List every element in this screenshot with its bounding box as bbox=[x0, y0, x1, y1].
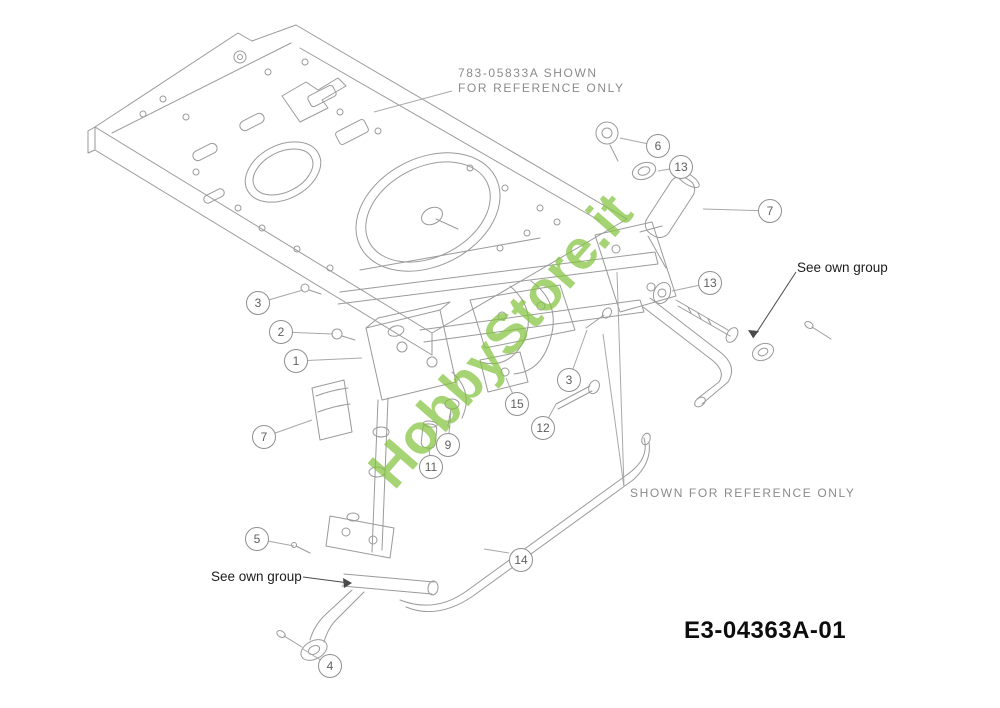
callout-part-14: 14 bbox=[509, 548, 533, 572]
callout-part-7-left: 7 bbox=[252, 425, 276, 449]
callout-part-13-right: 13 bbox=[698, 271, 722, 295]
callout-part-11: 11 bbox=[419, 455, 443, 479]
top-reference-note-line2: FOR REFERENCE ONLY bbox=[458, 81, 625, 95]
callout-part-5: 5 bbox=[245, 527, 269, 551]
callout-part-13-top: 13 bbox=[669, 155, 693, 179]
callout-part-1: 1 bbox=[284, 349, 308, 373]
callout-part-3-center: 3 bbox=[557, 368, 581, 392]
callout-part-12: 12 bbox=[531, 416, 555, 440]
callout-part-6: 6 bbox=[646, 134, 670, 158]
callout-part-7-right: 7 bbox=[758, 199, 782, 223]
callout-part-9: 9 bbox=[436, 433, 460, 457]
callout-part-2: 2 bbox=[269, 320, 293, 344]
callout-part-4: 4 bbox=[318, 654, 342, 678]
top-reference-note-line1: 783-05833A SHOWN bbox=[458, 66, 598, 80]
callout-part-3-left: 3 bbox=[246, 291, 270, 315]
bottom-reference-note: SHOWN FOR REFERENCE ONLY bbox=[630, 486, 856, 500]
diagram-id: E3-04363A-01 bbox=[684, 617, 847, 644]
see-own-group-left-label: See own group bbox=[211, 569, 302, 584]
callout-part-15: 15 bbox=[505, 392, 529, 416]
see-own-group-right-label: See own group bbox=[797, 260, 888, 275]
